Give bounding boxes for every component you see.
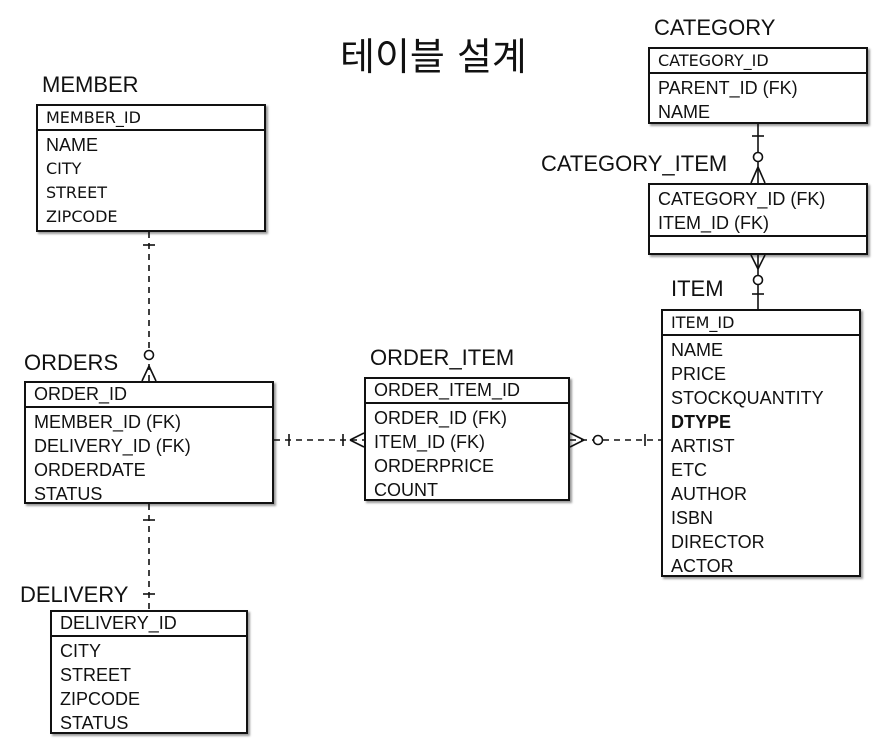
rel-orders-delivery — [143, 504, 155, 610]
attribute: ORDERDATE — [34, 460, 146, 480]
attribute: ZIPCODE — [46, 207, 118, 226]
rel-orders-order-item — [274, 432, 365, 448]
attribute: DIRECTOR — [671, 532, 765, 552]
table-order-item[interactable]: ORDER_ITEM_ID ORDER_ID (FK) ITEM_ID (FK)… — [364, 377, 570, 501]
attribute: NAME — [46, 135, 99, 155]
attribute: CATEGORY_ID (FK) — [658, 189, 826, 209]
attribute: STATUS — [60, 713, 129, 733]
rel-category-item-item — [750, 254, 766, 309]
table-category-item[interactable]: CATEGORY_ID (FK) ITEM_ID (FK) — [648, 183, 868, 255]
attribute: ORDER_ID (FK) — [374, 408, 508, 428]
attribute: NAME — [658, 102, 711, 122]
attribute: ORDERPRICE — [374, 456, 495, 476]
table-item[interactable]: ITEM_ID NAME PRICE STOCKQUANTITY DTYPE A… — [661, 309, 861, 577]
entity-name-orders: ORDERS — [24, 350, 119, 375]
attribute: ITEM_ID (FK) — [658, 213, 769, 233]
entity-name-category-item: CATEGORY_ITEM — [541, 151, 728, 176]
table-member[interactable]: MEMBER_ID NAME CITY STREET ZIPCODE — [36, 104, 266, 232]
attribute: STATUS — [34, 484, 103, 504]
rel-order-item-item — [569, 432, 661, 448]
attribute: NAME — [671, 340, 724, 360]
entity-name-category: CATEGORY — [654, 15, 776, 40]
primary-key: MEMBER_ID — [38, 106, 264, 131]
attribute: PRICE — [671, 364, 727, 384]
attribute: DELIVERY_ID (FK) — [34, 436, 191, 456]
table-category[interactable]: CATEGORY_ID PARENT_ID (FK) NAME — [648, 47, 868, 124]
primary-key: ORDER_ITEM_ID — [366, 379, 568, 404]
attribute: AUTHOR — [671, 484, 747, 504]
attribute: COUNT — [374, 480, 438, 500]
attribute: ACTOR — [671, 556, 734, 576]
attribute: ISBN — [671, 508, 714, 528]
attribute: STREET — [46, 183, 108, 202]
attribute: ETC — [671, 460, 707, 480]
table-delivery[interactable]: DELIVERY_ID CITY STREET ZIPCODE STATUS — [50, 610, 248, 734]
attribute: ARTIST — [671, 436, 735, 456]
attribute-discriminator: DTYPE — [671, 412, 732, 432]
primary-key: ORDER_ID — [26, 383, 272, 408]
attribute: STREET — [60, 665, 132, 685]
attribute: PARENT_ID (FK) — [658, 78, 798, 98]
page-title: 테이블 설계 — [340, 35, 527, 79]
primary-key: DELIVERY_ID — [52, 612, 246, 637]
entity-name-member: MEMBER — [42, 72, 139, 97]
attribute: CITY — [60, 641, 102, 661]
primary-key: ITEM_ID — [663, 311, 859, 336]
attribute: MEMBER_ID (FK) — [34, 412, 182, 432]
entity-name-delivery: DELIVERY — [20, 582, 129, 607]
empty-row — [650, 235, 866, 255]
attribute: ZIPCODE — [60, 689, 141, 709]
rel-category-category-item — [750, 124, 766, 184]
table-orders[interactable]: ORDER_ID MEMBER_ID (FK) DELIVERY_ID (FK)… — [24, 381, 274, 504]
entity-name-order-item: ORDER_ITEM — [370, 345, 515, 370]
attribute: STOCKQUANTITY — [671, 388, 824, 408]
rel-member-orders — [141, 232, 157, 382]
entity-name-item: ITEM — [671, 276, 724, 301]
attribute: ITEM_ID (FK) — [374, 432, 485, 452]
attribute: CITY — [46, 159, 82, 178]
primary-key: CATEGORY_ID — [650, 49, 866, 74]
